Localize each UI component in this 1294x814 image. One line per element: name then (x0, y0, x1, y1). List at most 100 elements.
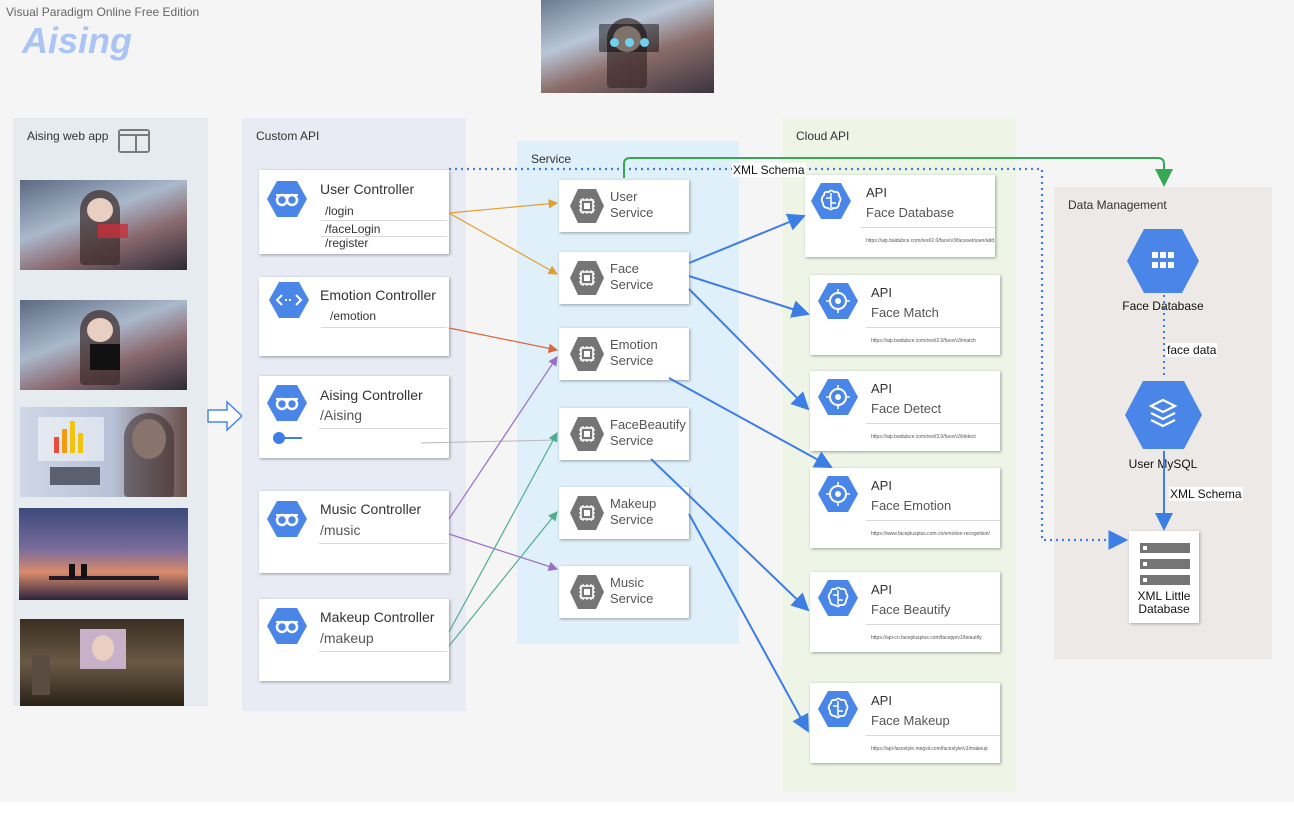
divider (866, 520, 1000, 521)
controller-route: /login (325, 204, 354, 218)
controller-name: Makeup Controller (320, 609, 435, 625)
face-match-api-card[interactable]: API Face Match https://aip.baidubce.com/… (810, 275, 1000, 355)
divider (321, 220, 447, 221)
api-controller-icon (267, 383, 307, 423)
brain-icon (818, 689, 858, 729)
controller-route: /makeup (320, 630, 374, 646)
page-title: Aising (22, 20, 133, 61)
divider (866, 327, 1000, 328)
xml-schema-label: XML Schema (1169, 487, 1243, 501)
api-url: https://www.faceplusplus.com.cn/emotion-… (871, 531, 990, 537)
emotion-controller-card[interactable]: Emotion Controller /emotion (259, 277, 449, 356)
webapp-label: Aising web app (27, 129, 109, 143)
chip-icon (569, 574, 605, 610)
api-label: API (871, 582, 892, 597)
face-database-label: Face Database (1122, 299, 1204, 313)
divider (319, 651, 447, 652)
vision-icon (818, 281, 858, 321)
api-url: https://api-cn.faceplusplus.com/facepp/v… (871, 635, 982, 641)
face-emotion-api-card[interactable]: API Face Emotion https://www.faceplusplu… (810, 468, 1000, 548)
emotion-chart-screenshot (20, 407, 187, 497)
face-beautify-api-card[interactable]: API Face Beautify https://api-cn.faceplu… (810, 572, 1000, 652)
makeup-controller-card[interactable]: Makeup Controller /makeup (259, 599, 449, 681)
hero-screenshot (541, 0, 714, 93)
controller-name: Emotion Controller (320, 287, 436, 303)
face-login-screenshot (20, 300, 187, 390)
api-url: https://api-facestyle.megvii.com/facesty… (871, 746, 988, 752)
divider (866, 423, 1000, 424)
controller-name: Music Controller (320, 501, 422, 517)
aising-controller-card[interactable]: Aising Controller /Aising (259, 376, 449, 458)
chip-icon (569, 260, 605, 296)
api-label: API (871, 285, 892, 300)
api-name: Face Database (866, 205, 955, 220)
face-data-label: face data (1166, 343, 1218, 357)
music-scene-screenshot (19, 508, 188, 600)
api-name: Face Match (871, 305, 939, 320)
controller-route: /faceLogin (325, 222, 381, 236)
api-controller-icon (267, 179, 307, 219)
divider (319, 428, 447, 429)
divider (866, 624, 1000, 625)
controller-route: /register (325, 236, 369, 250)
user-mysql-label: User MySQL (1128, 457, 1198, 471)
browser-window-icon (117, 128, 151, 154)
api-url: https://aip.baidubce.com/rest/3.0/face/v… (871, 434, 976, 440)
watermark: Visual Paradigm Online Free Edition (6, 5, 200, 19)
custom-api-label: Custom API (256, 129, 320, 143)
face-detect-api-card[interactable]: API Face Detect https://aip.baidubce.com… (810, 371, 1000, 451)
endpoint-dot-icon (272, 431, 302, 445)
code-brackets-icon (269, 280, 309, 320)
chip-icon (569, 416, 605, 452)
chip-icon (569, 495, 605, 531)
controller-route: /Aising (320, 407, 363, 423)
service-label: Service (531, 152, 572, 166)
face-database-icon (1126, 228, 1200, 294)
divider (319, 543, 447, 544)
api-url: https://aip.baidubce.com/rest/2.0/face/v… (871, 338, 976, 344)
divider (866, 735, 1000, 736)
controller-route: /music (320, 522, 361, 538)
face-database-api-card[interactable]: API Face Database https://aip.baidubce.c… (805, 175, 995, 257)
api-controller-icon (267, 606, 307, 646)
divider (321, 327, 447, 328)
data-management-label: Data Management (1068, 198, 1167, 212)
face-makeup-api-card[interactable]: API Face Makeup https://api-facestyle.me… (810, 683, 1000, 763)
api-url: https://aip.baidubce.com/rest/2.0/face/v… (866, 238, 994, 244)
api-label: API (871, 693, 892, 708)
user-mysql-icon (1124, 380, 1203, 450)
vision-icon (818, 474, 858, 514)
api-name: Face Beautify (871, 602, 951, 617)
api-label: API (871, 381, 892, 396)
user-controller-card[interactable]: User Controller /login /faceLogin /regis… (259, 170, 449, 254)
music-controller-card[interactable]: Music Controller /music (259, 491, 449, 573)
login-page-screenshot (20, 180, 187, 270)
api-name: Face Emotion (871, 498, 952, 513)
api-controller-icon (267, 499, 307, 539)
flow-arrow-icon (207, 400, 244, 432)
chip-icon (569, 188, 605, 224)
controller-route: /emotion (330, 309, 377, 323)
api-label: API (866, 185, 887, 200)
chip-icon (569, 336, 605, 372)
api-label: API (871, 478, 892, 493)
api-name: Face Makeup (871, 713, 950, 728)
cloud-api-label: Cloud API (796, 129, 850, 143)
controller-name: Aising Controller (320, 387, 423, 403)
webapp-panel: Aising web app (13, 118, 208, 706)
api-name: Face Detect (871, 401, 942, 416)
